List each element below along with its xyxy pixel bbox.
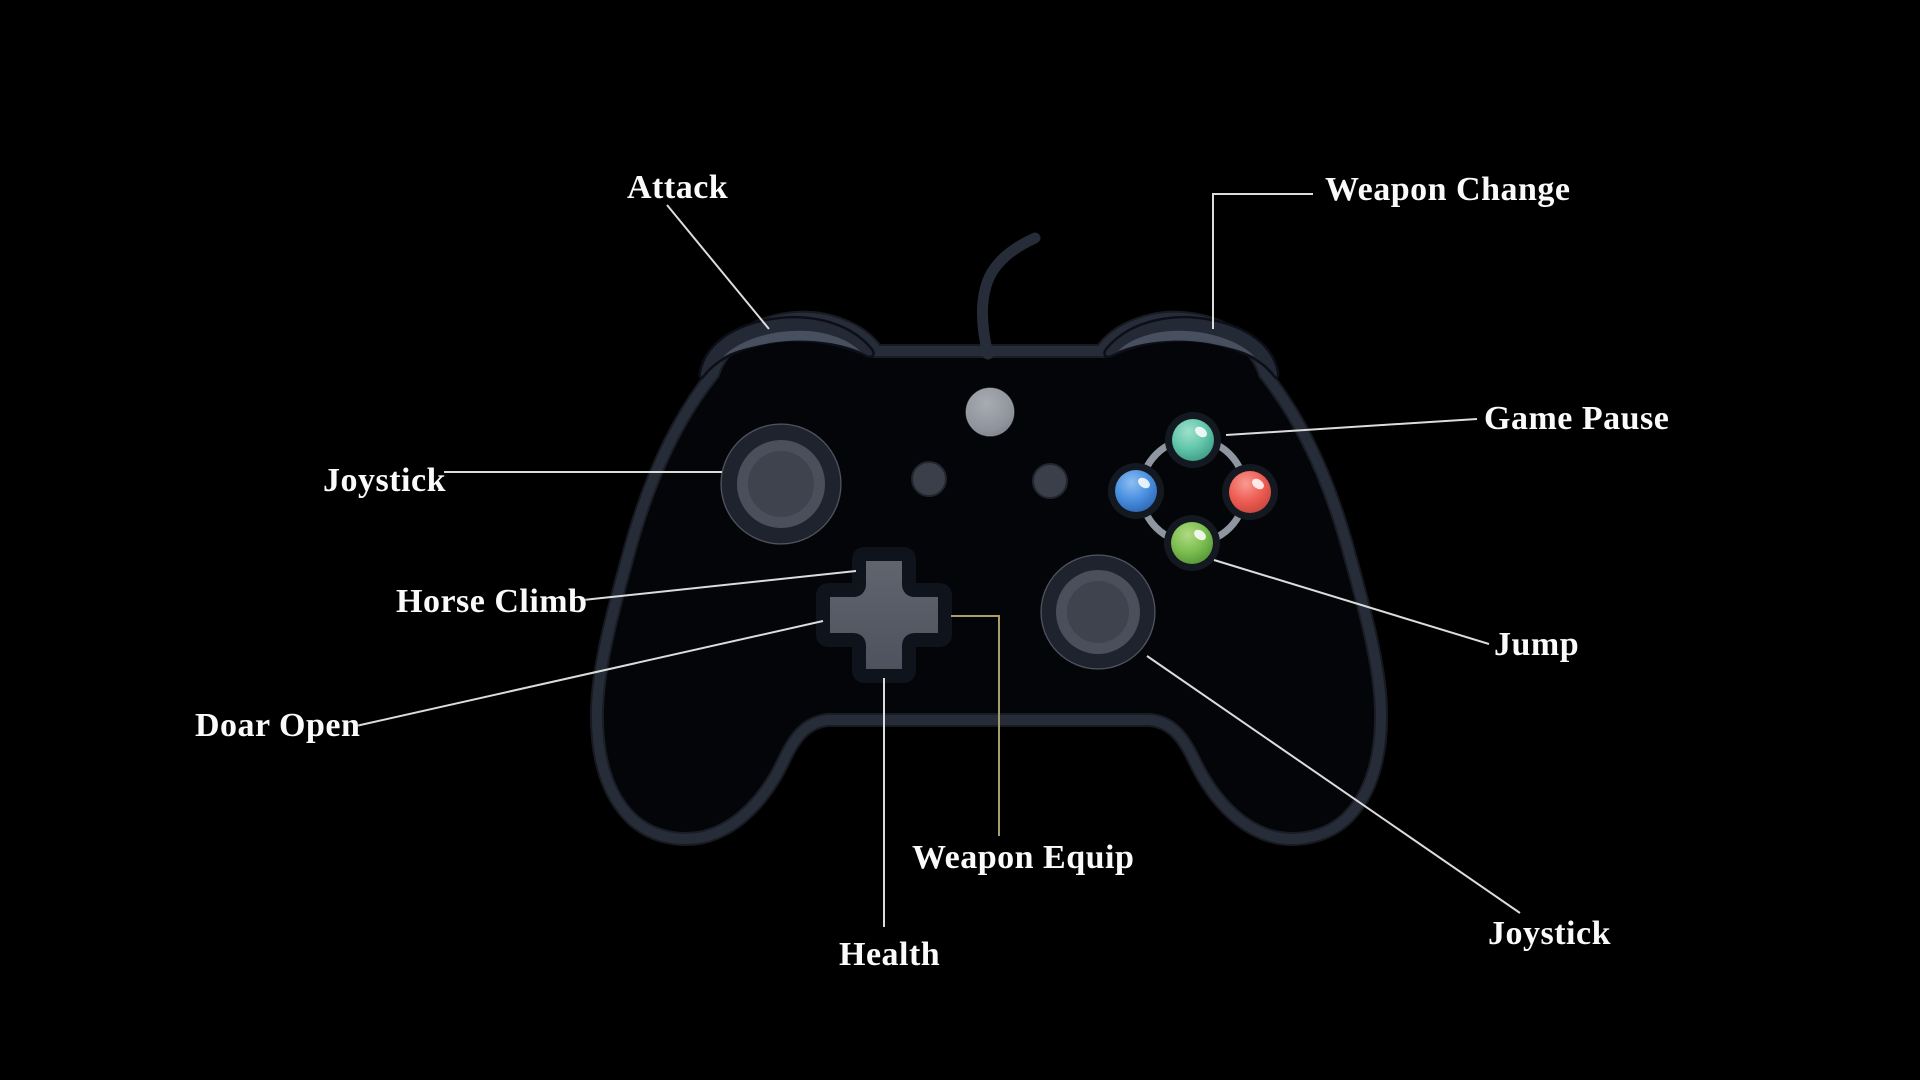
leader-line-weapon-equip xyxy=(951,615,1000,836)
dpad xyxy=(816,547,952,683)
controller-cable xyxy=(976,232,1041,360)
left-bumper-highlight xyxy=(723,330,860,357)
leader-line-game-pause xyxy=(1225,418,1478,436)
face-buttons xyxy=(1108,412,1278,571)
leader-line-horse-climb xyxy=(582,570,857,601)
home-button xyxy=(965,387,1015,437)
label-weapon-change: Weapon Change xyxy=(1325,171,1571,208)
leader-line-joystick-right xyxy=(1146,655,1521,914)
leader-lines xyxy=(355,193,1521,927)
controller-body xyxy=(589,232,1389,846)
face-button-right xyxy=(1222,464,1278,520)
label-attack: Attack xyxy=(627,169,729,206)
right-bumper-highlight xyxy=(1118,330,1255,357)
face-button-bottom xyxy=(1164,515,1220,571)
start-button xyxy=(1032,463,1068,499)
select-button xyxy=(911,461,947,497)
right-joystick xyxy=(1040,554,1156,670)
label-game-pause: Game Pause xyxy=(1484,400,1670,437)
leader-line-doar-open xyxy=(355,620,824,727)
face-button-top xyxy=(1165,412,1221,468)
label-health: Health xyxy=(839,936,941,973)
label-weapon-equip: Weapon Equip xyxy=(912,839,1135,876)
label-doar-open: Doar Open xyxy=(195,707,361,744)
leader-line-jump xyxy=(1213,559,1490,645)
label-jump: Jump xyxy=(1494,626,1580,663)
label-horse-climb: Horse Climb xyxy=(396,583,588,620)
label-joystick-left: Joystick xyxy=(323,462,446,499)
face-button-left xyxy=(1108,463,1164,519)
left-joystick xyxy=(720,423,842,545)
label-joystick-right: Joystick xyxy=(1488,915,1611,952)
leader-line-attack xyxy=(666,204,770,330)
leader-line-weapon-change xyxy=(1212,193,1313,329)
left-bumper xyxy=(698,316,875,380)
